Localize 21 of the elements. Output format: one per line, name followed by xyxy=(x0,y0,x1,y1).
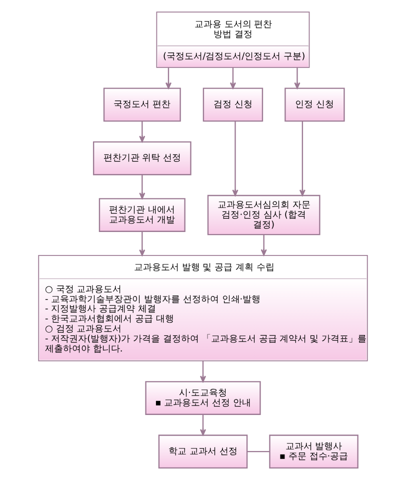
node-box: 시·도교육청 ▪ 교과용도서 선정 안내 xyxy=(145,381,261,415)
node-box: 인정 신청 xyxy=(284,88,345,122)
connector xyxy=(247,451,270,452)
arrow xyxy=(232,121,238,196)
node-box: 편찬기관 내에서 교과용도서 개발 xyxy=(98,198,186,232)
node-box: 학교 교과서 선정 xyxy=(158,434,248,469)
node-box: 교과서 발행사 ▪ 주문 접수·공급 xyxy=(269,434,358,469)
node-box: 국정도서 편찬 xyxy=(103,88,181,122)
arrow xyxy=(165,68,172,89)
arrow xyxy=(230,68,236,89)
arrow xyxy=(139,174,146,200)
arrow xyxy=(200,414,206,436)
node-box: 검정 신청 xyxy=(202,88,264,122)
arrow xyxy=(200,360,206,382)
node-box: 교과용도서심의회 자문 검정·인정 심사 (합격 결정) xyxy=(207,194,320,236)
arrow xyxy=(139,121,146,142)
arrow xyxy=(139,232,146,256)
node-box: 편찬기관 위탁 선정 xyxy=(92,141,192,176)
arrow xyxy=(294,68,300,89)
arrow xyxy=(260,234,267,256)
arrow xyxy=(299,121,306,196)
